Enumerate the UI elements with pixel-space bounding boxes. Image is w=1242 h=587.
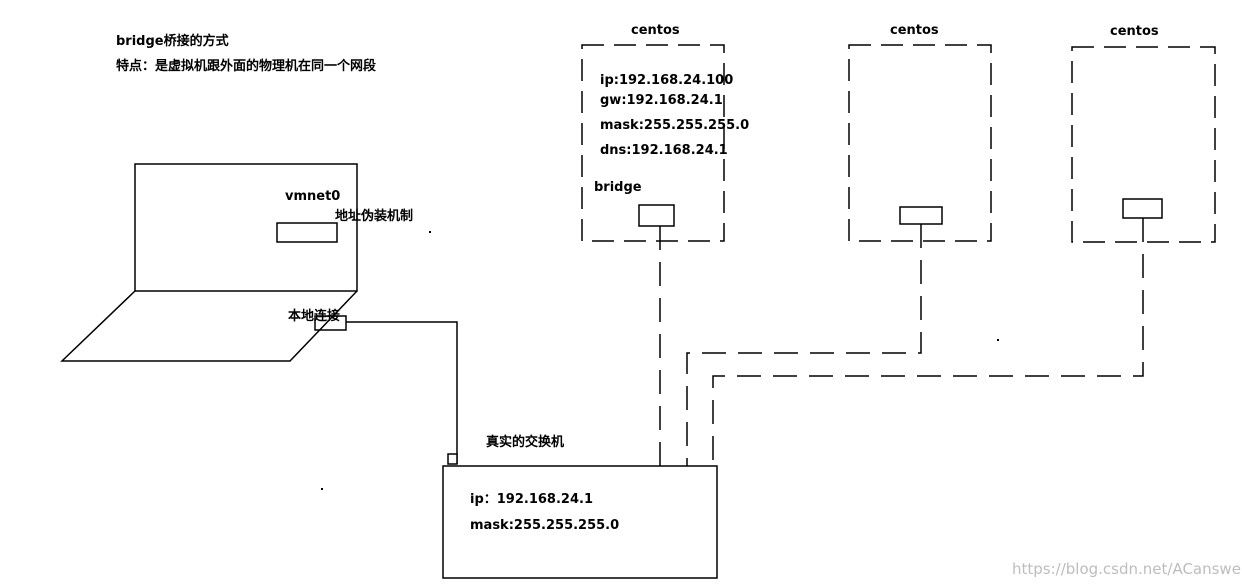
vmnet0-adapter-box [276,222,338,243]
stray-dot [321,488,323,490]
vm1-dns: dns:192.168.24.1 [600,143,728,158]
local-connection-label: 本地连接 [288,308,340,324]
vm1-interface-type: bridge [594,180,642,195]
local-connection-port [314,315,347,331]
watermark: https://blog.csdn.net/ACanswer [1012,560,1242,578]
laptop [60,163,358,362]
vm2-box [848,44,992,242]
switch-uplink-port [447,453,458,465]
vm1-ip: ip:192.168.24.100 [600,73,733,88]
stray-dot [997,339,999,341]
diagram-feature-note: 特点：是虚拟机跟外面的物理机在同一个网段 [116,58,376,74]
diagram-title: bridge桥接的方式 [116,33,229,49]
vm2-switch-link [686,224,922,466]
physical-switch-box [442,465,718,579]
stray-dot [429,231,431,233]
laptop-switch-link [346,321,458,464]
vm1-box [581,44,725,242]
vm3-name: centos [1110,24,1159,39]
vm1-mask: mask:255.255.255.0 [600,118,749,133]
vm3-switch-link [712,218,1144,466]
vm2-bridge-adapter [899,206,943,225]
vm2-name: centos [890,23,939,38]
vmnet0-label: vmnet0 [285,189,340,204]
switch-label: 真实的交换机 [486,434,564,450]
vm3-box [1071,46,1216,243]
switch-mask: mask:255.255.255.0 [470,518,619,533]
laptop-keyboard [60,290,358,362]
vm1-bridge-adapter [638,204,675,227]
vm3-bridge-adapter [1122,198,1163,219]
switch-ip: ip：192.168.24.1 [470,492,593,507]
laptop-screen [134,163,358,292]
vm1-gateway: gw:192.168.24.1 [600,93,723,108]
vm1-name: centos [631,23,680,38]
nat-mechanism-label: 地址伪装机制 [335,208,413,224]
